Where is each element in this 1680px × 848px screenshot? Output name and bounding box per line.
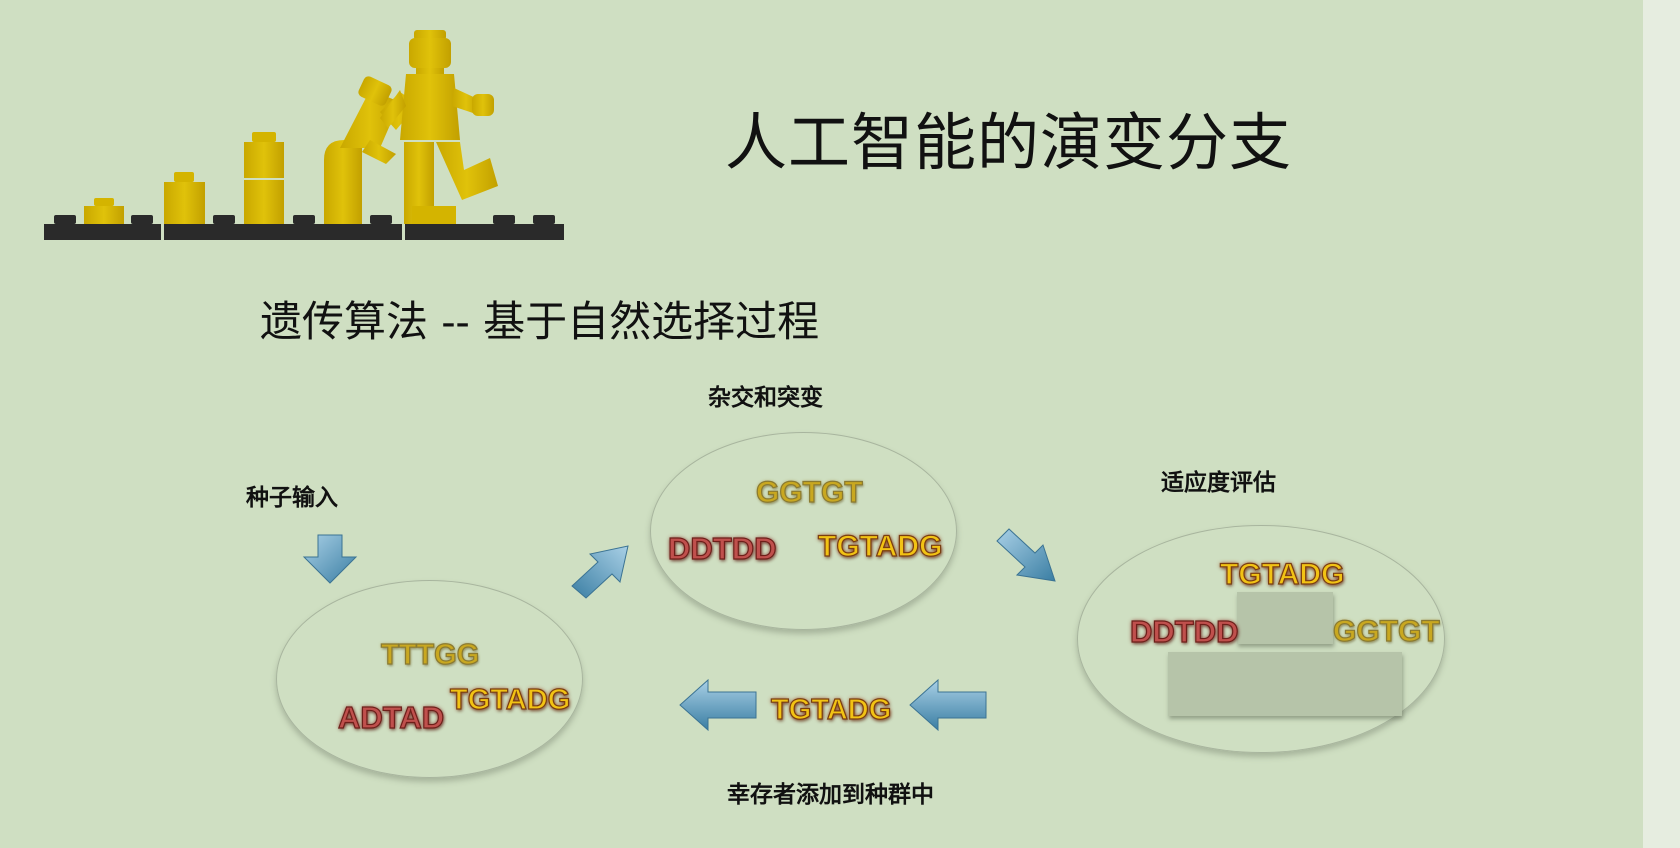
lego-evolution-illustration	[44, 30, 564, 240]
crossover-tag-right: TGTADG	[817, 530, 943, 563]
arrow-left-icon	[909, 678, 987, 732]
slide-title: 人工智能的演变分支	[725, 106, 1293, 179]
seed-pool-ellipse	[276, 580, 583, 778]
fitness-tag-second: DDTDD	[1129, 614, 1239, 649]
crossover-tag-top: GGTGT	[755, 476, 863, 509]
slide-subtitle: 遗传算法 -- 基于自然选择过程	[260, 297, 820, 346]
fitness-tag-third: GGTGT	[1332, 615, 1440, 648]
arrow-up-right-icon	[571, 545, 629, 599]
label-fitness-evaluation: 适应度评估	[1161, 470, 1276, 496]
survivor-tag: TGTADG	[770, 694, 892, 726]
label-seed-input: 种子输入	[246, 485, 338, 511]
seed-tag-top: TTTGG	[380, 639, 480, 671]
arrow-down-right-icon	[996, 528, 1056, 582]
label-crossover-mutation: 杂交和突变	[708, 385, 823, 411]
slide: 人工智能的演变分支 遗传算法 -- 基于自然选择过程 种子输入 杂交和突变 适应…	[0, 0, 1643, 848]
label-survivors-added: 幸存者添加到种群中	[727, 782, 934, 808]
podium-top-block	[1237, 592, 1333, 644]
podium-base-block	[1168, 652, 1402, 716]
fitness-pool-ellipse	[1077, 525, 1445, 753]
crossover-pool-ellipse	[650, 432, 957, 630]
crossover-tag-left: DDTDD	[667, 531, 777, 566]
fitness-tag-first: TGTADG	[1219, 558, 1345, 591]
arrow-down-icon	[302, 534, 358, 584]
seed-tag-right: TGTADG	[449, 684, 571, 716]
seed-tag-left: ADTAD	[337, 700, 445, 735]
arrow-left-icon	[679, 678, 757, 732]
